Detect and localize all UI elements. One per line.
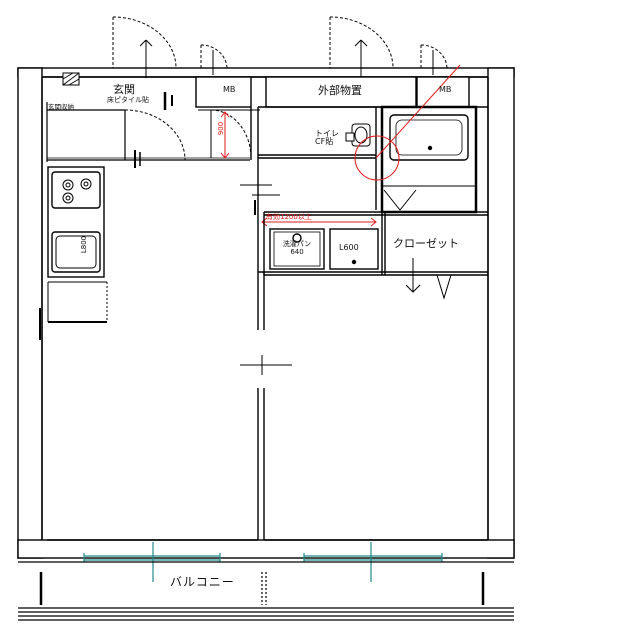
fridge-label: L600 <box>339 243 359 252</box>
mb-door-swing-icon <box>200 44 228 75</box>
meter-box-1 <box>195 76 252 108</box>
toilet-label: トイレ CF貼 <box>315 129 339 147</box>
entrance-label: 玄関 <box>113 83 135 96</box>
mb2-door-swing-icon <box>420 44 448 75</box>
kitchen-outline <box>39 281 108 340</box>
fridge-space <box>329 228 379 270</box>
stove-label: L800 <box>80 235 89 254</box>
kitchen-counter <box>47 166 105 278</box>
sliding-door-icon <box>240 184 292 375</box>
balcony-label: バルコニー <box>170 575 235 589</box>
washer-pan-label: 洗濯パン 640 <box>282 240 312 256</box>
washer-pan <box>269 228 325 270</box>
sink-icon <box>55 235 97 269</box>
window-icon <box>83 542 443 582</box>
meter-box-2-label: MB <box>439 85 452 94</box>
entrance-area <box>47 92 250 168</box>
entrance-floor-note: 床ピタイル貼 <box>107 96 149 104</box>
balcony <box>18 561 514 621</box>
outside-storage-box <box>265 76 417 108</box>
closet-label: クローゼット <box>393 237 459 250</box>
entrance-storage <box>46 72 80 162</box>
passage-width-label: 有効1200以上 <box>266 213 312 221</box>
bathroom <box>380 105 478 214</box>
stove-icon <box>62 178 92 204</box>
entrance-door-swing-icon <box>112 16 177 78</box>
closet-fold-door-icon <box>405 258 452 300</box>
hall-door-swing-icon <box>198 109 260 159</box>
outside-storage-label: 外部物置 <box>318 84 362 97</box>
meter-box-2 <box>416 76 470 108</box>
meter-box-1-label: MB <box>223 85 236 94</box>
bathroom-fold-door-icon <box>383 189 417 211</box>
exterior-walls <box>17 67 515 559</box>
hall-dimension-label: 900 <box>217 121 226 136</box>
toilet-icon <box>345 123 371 147</box>
entrance-storage-label: 玄関収納 <box>48 103 74 111</box>
annotation-marks <box>220 64 461 227</box>
storage-door-swing-icon <box>329 16 394 78</box>
